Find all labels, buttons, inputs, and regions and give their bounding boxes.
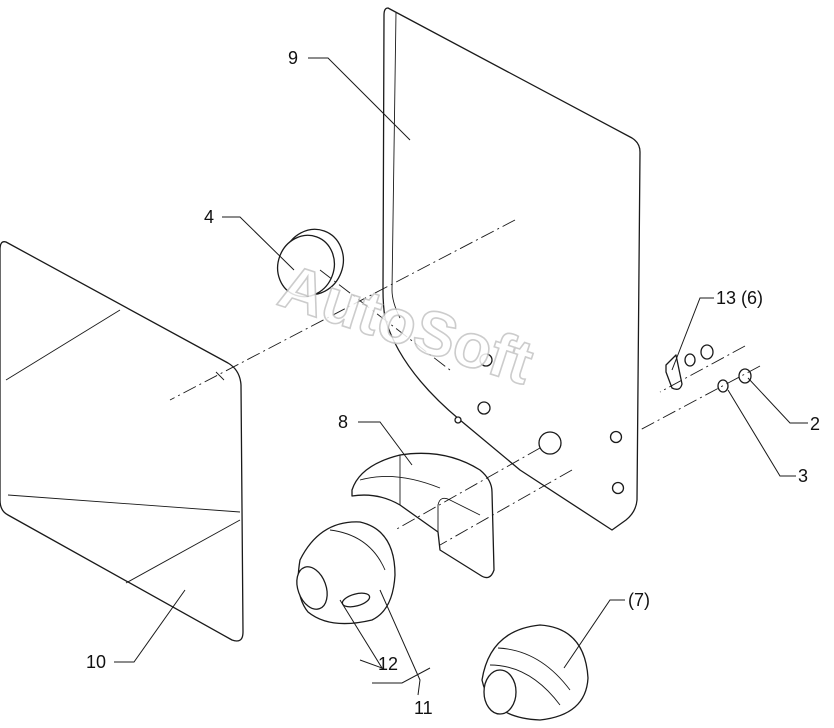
- callout-2: 2: [810, 414, 820, 434]
- bulb-cover-icon: [481, 624, 589, 721]
- callout-8: 8: [338, 412, 348, 432]
- clip-icon: [665, 354, 683, 390]
- mounting-plate-icon: [382, 7, 641, 531]
- mirror-glass-panel-icon: [0, 241, 244, 642]
- nut-icon: [700, 344, 752, 384]
- lamp-housing-icon: [296, 521, 396, 625]
- callout-10: 10: [86, 652, 106, 672]
- callout-12: 12: [378, 654, 398, 674]
- callout-7: (7): [628, 590, 650, 610]
- callout-13: 13 (6): [716, 288, 763, 308]
- callout-9: 9: [288, 48, 298, 68]
- round-cap-icon: [276, 228, 345, 298]
- bracket-icon: [351, 452, 495, 579]
- callout-4: 4: [204, 207, 214, 227]
- callout-11: 11: [414, 698, 433, 718]
- callout-3: 3: [798, 466, 808, 486]
